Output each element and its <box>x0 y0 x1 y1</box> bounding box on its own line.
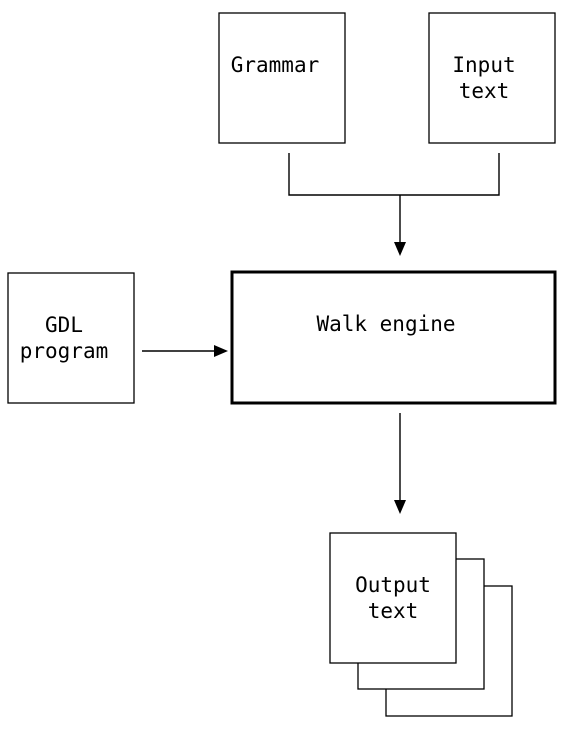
input-text-label-line-1: Input <box>452 53 515 77</box>
grammar-box <box>218 12 346 144</box>
output-text-label-line-1: Output <box>355 573 431 597</box>
output-arrowhead <box>394 500 406 514</box>
gdl-program-node: GDL program <box>7 272 135 404</box>
gdl-program-label-line-1: GDL <box>45 313 83 337</box>
walk-engine-node: Walk engine <box>230 270 557 405</box>
inputs-merge-line <box>288 153 500 196</box>
gdl-to-engine-arrow <box>142 345 228 357</box>
inputs-arrowhead <box>394 242 406 256</box>
gdl-arrowhead <box>214 345 228 357</box>
gdl-program-box <box>7 272 135 404</box>
input-text-label-line-2: text <box>459 79 510 103</box>
walk-engine-label: Walk engine <box>316 312 455 336</box>
input-text-box <box>428 12 556 144</box>
engine-to-output-arrow <box>394 413 406 514</box>
walk-engine-box <box>230 270 557 405</box>
output-text-label-line-2: text <box>368 599 419 623</box>
gdl-program-label-line-2: program <box>20 339 109 363</box>
input-text-node: Input text <box>428 12 556 144</box>
output-text-box <box>329 532 457 664</box>
grammar-node: Grammar <box>218 12 346 144</box>
grammar-label-line-1: Grammar <box>231 53 320 77</box>
inputs-to-engine-connector <box>288 153 500 256</box>
output-text-node: Output text <box>329 532 513 717</box>
